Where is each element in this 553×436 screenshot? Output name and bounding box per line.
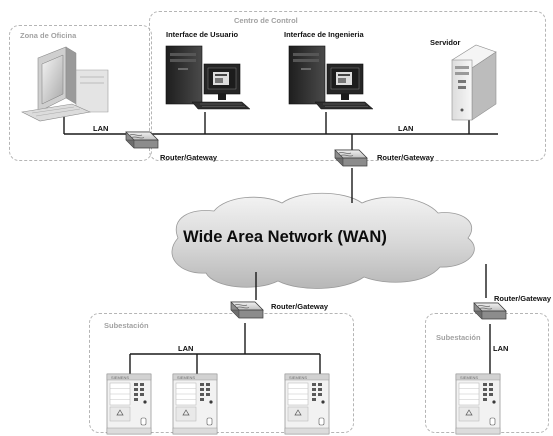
control-center-zone-label: Centro de Control — [234, 16, 298, 25]
router-substation-2 — [473, 302, 507, 320]
lan-label-substation-2: LAN — [493, 344, 509, 353]
relay-substation-1-b — [172, 373, 218, 435]
lan-label-control: LAN — [398, 124, 414, 133]
relay-substation-2 — [455, 373, 501, 435]
network-lines — [63, 112, 498, 375]
router-label-substation-1: Router/Gateway — [271, 302, 329, 311]
router-control — [334, 149, 368, 167]
office-zone-label: Zona de Oficina — [20, 31, 77, 40]
wan-label: Wide Area Network (WAN) — [183, 228, 387, 246]
user-interface-label: Interface de Usuario — [166, 30, 239, 39]
relay-substation-1-c — [284, 373, 330, 435]
office-pc — [21, 46, 109, 122]
router-label-control: Router/Gateway — [377, 153, 435, 162]
substation-1-zone-label: Subestación — [104, 321, 149, 330]
router-label-office: Router/Gateway — [160, 153, 218, 162]
relay-substation-1-a — [106, 373, 152, 435]
lan-label-office: LAN — [93, 124, 109, 133]
engineering-interface-label: Interface de Ingenieria — [284, 30, 364, 39]
relay-brand-label: SIEMENS — [289, 375, 307, 380]
lan-label-substation-1: LAN — [178, 344, 194, 353]
relay-brand-label: SIEMENS — [111, 375, 129, 380]
relay-brand-label: SIEMENS — [460, 375, 478, 380]
relay-brand-label: SIEMENS — [177, 375, 195, 380]
engineering-workstation — [288, 45, 374, 110]
office-zone — [9, 25, 152, 161]
router-label-substation-2: Router/Gateway — [494, 294, 552, 303]
router-substation-1 — [230, 301, 264, 319]
substation-zone-1 — [89, 313, 354, 433]
user-interface-workstation — [165, 45, 251, 110]
server — [451, 44, 497, 121]
substation-2-zone-label: Subestación — [436, 333, 481, 342]
server-label: Servidor — [430, 38, 461, 47]
